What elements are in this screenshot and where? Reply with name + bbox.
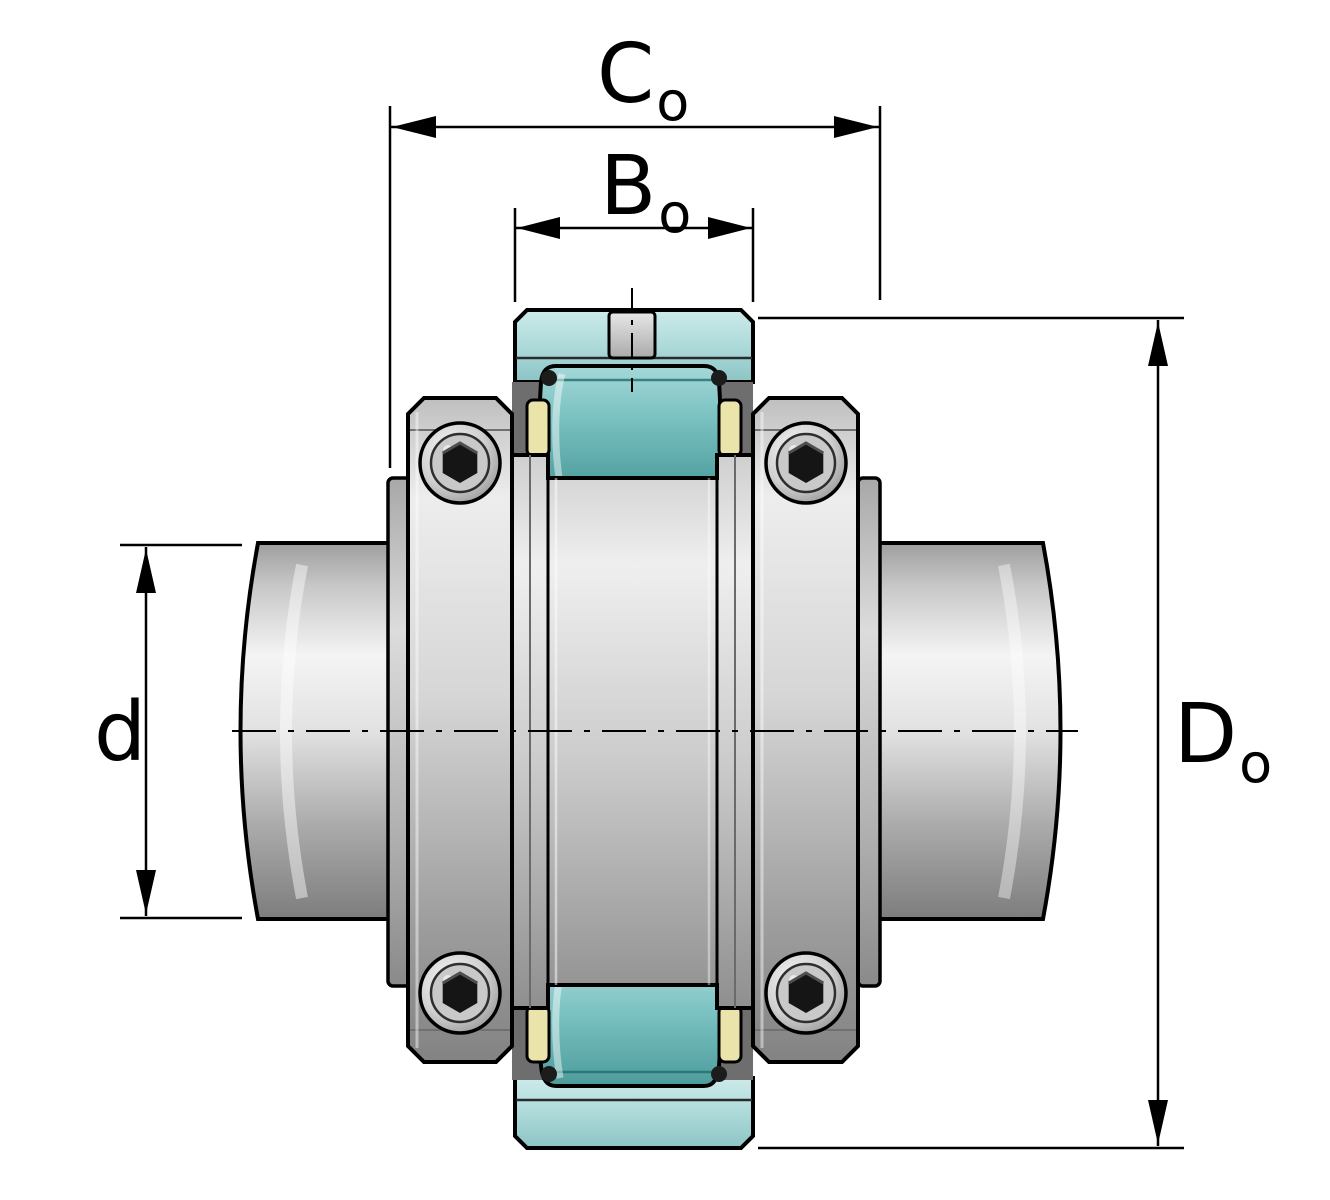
cage-segment-top-right [717,398,743,458]
label-Do: Do [1174,687,1272,795]
cage-pin-bottom-right [711,1066,727,1082]
arrowhead [136,870,156,914]
arrowhead [1148,322,1168,366]
shaft-highlight-right [998,563,1026,900]
label-Bo: Bo [600,139,691,245]
label-Co: Co [597,27,689,133]
arrowhead [136,549,156,593]
cage-pin-top-right [711,370,727,386]
cage-segment-bottom-right [717,1004,743,1064]
arrowhead [1148,1100,1168,1144]
cage-pin-top-left [541,370,557,386]
dimension-shaft-diameter: d [94,543,242,920]
hex-socket-screw-top-right [764,421,848,505]
hex-socket-screw-bottom-right [764,951,848,1035]
dimension-inner-width: Bo [513,139,755,302]
dimension-outer-diameter: Do [758,316,1272,1150]
bottom-cap [513,1076,755,1150]
top-roller-highlight [552,373,566,485]
arrowhead [834,116,878,138]
label-d: d [94,685,146,780]
arrowhead [517,217,560,239]
bottom-cap-body [513,1076,755,1150]
hex-socket-screw-bottom-left [418,951,502,1035]
hex-socket-screw-top-left [418,421,502,505]
arrowhead [708,217,751,239]
dimension-outer-width: Co [388,27,882,468]
cage-pin-bottom-left [541,1066,557,1082]
right-clamp-ring-body [751,396,860,1064]
top-roller [537,364,727,492]
top-roller-body [537,364,723,492]
arrowhead [392,116,436,138]
cage-segment-top-left [525,398,551,458]
shaft-highlight-left [280,563,308,900]
cage-segment-bottom-left [525,1004,551,1064]
